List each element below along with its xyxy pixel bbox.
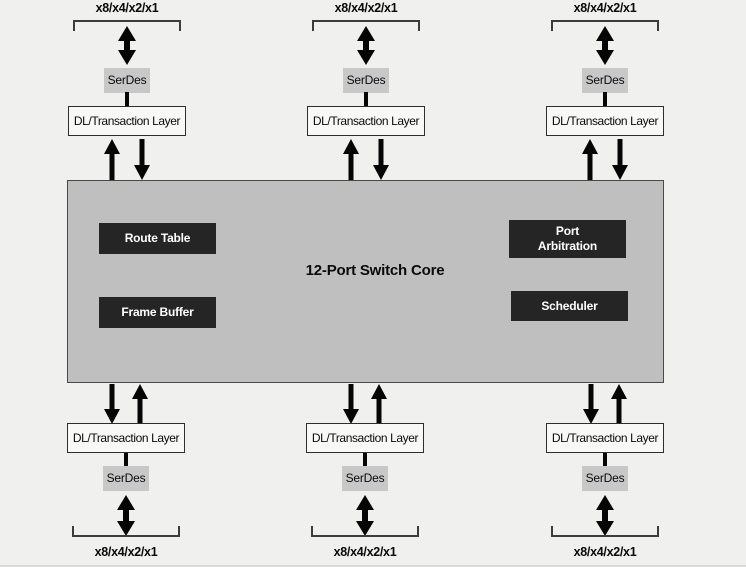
arrow-down-icon (373, 139, 389, 180)
arrow-up-icon (104, 139, 120, 180)
switch-core-box: 12-Port Switch Core Route Table Frame Bu… (67, 180, 664, 383)
dl-transaction-layer-box: DL/Transaction Layer (307, 106, 425, 136)
serdes-box: SerDes (343, 68, 389, 93)
port-arbitration-block: Port Arbitration (509, 220, 626, 258)
serdes-box: SerDes (582, 466, 628, 491)
arrow-up-icon (343, 139, 359, 180)
serdes-dl-connector (125, 92, 129, 107)
bidirectional-arrow-icon (117, 495, 135, 536)
lane-bracket (551, 526, 659, 537)
lane-bracket (551, 20, 659, 31)
lane-width-label: x8/x4/x2/x1 (333, 545, 397, 559)
dl-transaction-layer-box: DL/Transaction Layer (546, 106, 664, 136)
lane-width-label: x8/x4/x2/x1 (94, 545, 158, 559)
window-edge (0, 565, 746, 567)
serdes-dl-connector (603, 92, 607, 107)
lane-bracket (311, 526, 419, 537)
bidirectional-arrow-icon (118, 26, 136, 65)
lane-bracket (312, 20, 420, 31)
arrow-up-icon (132, 384, 148, 424)
serdes-dl-connector (603, 453, 607, 467)
dl-transaction-layer-box: DL/Transaction Layer (67, 423, 185, 453)
port-group-top-3: x8/x4/x2/x1 SerDes DL/Transaction Layer (535, 0, 675, 180)
scheduler-block: Scheduler (511, 291, 628, 321)
frame-buffer-block: Frame Buffer (99, 297, 216, 328)
dl-transaction-layer-box: DL/Transaction Layer (306, 423, 424, 453)
arrow-up-icon (582, 139, 598, 180)
arrow-down-icon (343, 384, 359, 424)
serdes-box: SerDes (582, 68, 628, 93)
dl-transaction-layer-box: DL/Transaction Layer (68, 106, 186, 136)
port-group-bottom-1: DL/Transaction Layer SerDes x8/x4/x2/x1 (56, 383, 196, 567)
route-table-block: Route Table (99, 223, 216, 254)
serdes-dl-connector (363, 453, 367, 467)
port-group-top-2: x8/x4/x2/x1 SerDes DL/Transaction Layer (296, 0, 436, 180)
arrow-down-icon (134, 139, 150, 180)
port-group-bottom-2: DL/Transaction Layer SerDes x8/x4/x2/x1 (295, 383, 435, 567)
lane-width-label: x8/x4/x2/x1 (334, 1, 398, 15)
switch-core-title: 12-Port Switch Core (305, 262, 445, 279)
dl-transaction-layer-box: DL/Transaction Layer (546, 423, 664, 453)
serdes-box: SerDes (104, 68, 150, 93)
bidirectional-arrow-icon (596, 26, 614, 65)
lane-bracket (73, 20, 181, 31)
bidirectional-arrow-icon (357, 26, 375, 65)
lane-width-label: x8/x4/x2/x1 (573, 1, 637, 15)
arrow-down-icon (583, 384, 599, 424)
arrow-up-icon (611, 384, 627, 424)
bidirectional-arrow-icon (356, 495, 374, 536)
serdes-dl-connector (364, 92, 368, 107)
arrow-down-icon (104, 384, 120, 424)
port-group-top-1: x8/x4/x2/x1 SerDes DL/Transaction Layer (57, 0, 197, 180)
lane-bracket (72, 526, 180, 537)
lane-width-label: x8/x4/x2/x1 (95, 1, 159, 15)
port-group-bottom-3: DL/Transaction Layer SerDes x8/x4/x2/x1 (535, 383, 675, 567)
serdes-dl-connector (124, 453, 128, 467)
lane-width-label: x8/x4/x2/x1 (573, 545, 637, 559)
serdes-box: SerDes (103, 466, 149, 491)
serdes-box: SerDes (342, 466, 388, 491)
bidirectional-arrow-icon (596, 495, 614, 536)
arrow-down-icon (612, 139, 628, 180)
arrow-up-icon (371, 384, 387, 424)
